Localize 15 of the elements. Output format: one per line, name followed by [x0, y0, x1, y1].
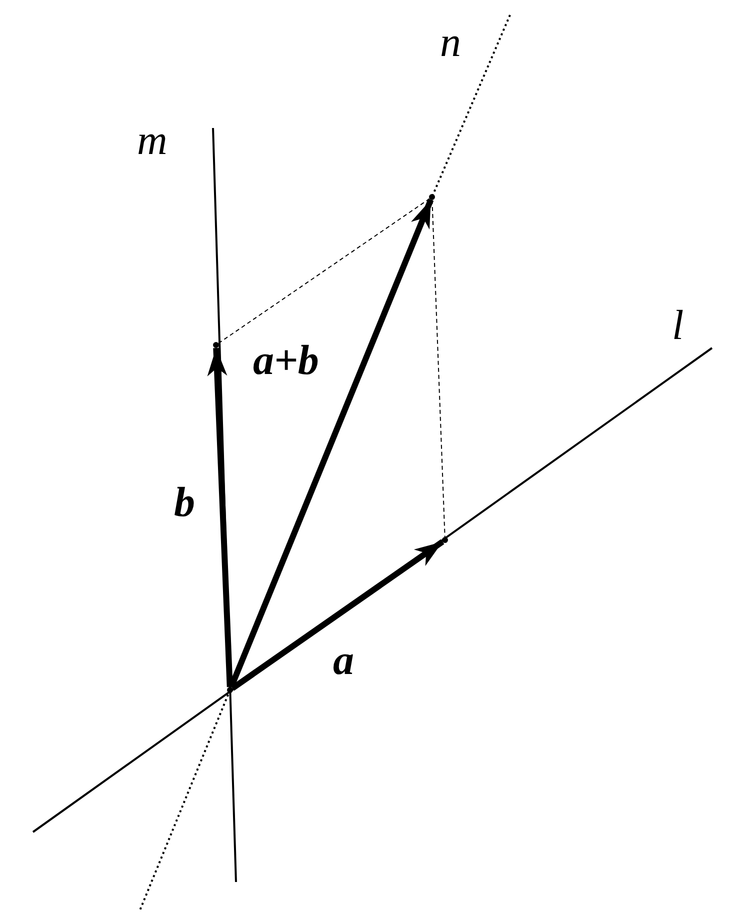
vector-arrow — [207, 348, 233, 688]
vector-arrow — [228, 198, 434, 688]
vector-label: a+b — [253, 340, 319, 382]
point — [227, 687, 233, 693]
point — [429, 194, 435, 200]
line-label: m — [137, 120, 168, 162]
dashed-line — [218, 198, 430, 344]
line-label: l — [672, 305, 684, 347]
point — [442, 537, 448, 543]
vector-label: b — [174, 482, 195, 524]
point — [213, 342, 219, 348]
line-label: n — [440, 22, 461, 64]
dashed-line — [432, 200, 446, 538]
vector-label: a — [333, 640, 354, 682]
vector-arrow — [230, 539, 444, 691]
